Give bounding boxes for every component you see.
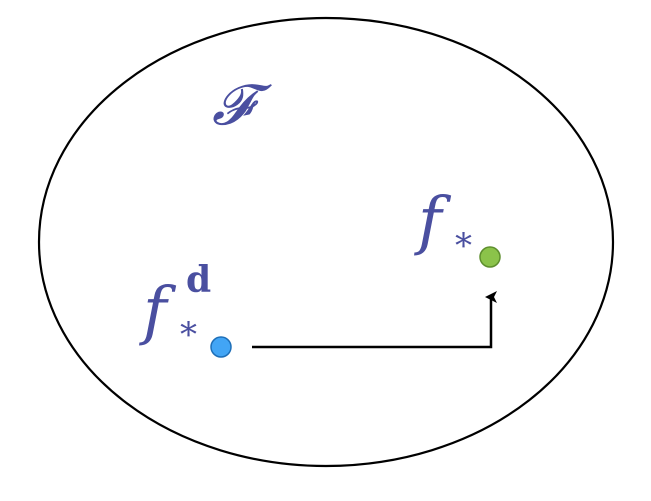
source-function-label: f d * <box>139 259 211 355</box>
target-function-label: f * <box>414 184 472 266</box>
set-ellipse <box>37 16 615 468</box>
source-superscript: d <box>186 259 211 301</box>
target-point <box>479 246 501 268</box>
target-symbol: f <box>414 184 452 258</box>
source-subscript: * <box>180 315 197 355</box>
source-symbol: f <box>139 274 177 348</box>
source-point <box>210 336 232 358</box>
set-label: 𝓕 <box>212 73 272 138</box>
target-subscript: * <box>455 226 472 266</box>
transfer-arrow <box>252 291 497 349</box>
